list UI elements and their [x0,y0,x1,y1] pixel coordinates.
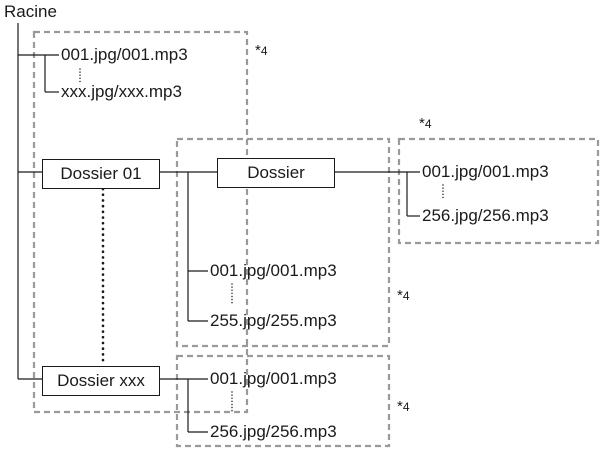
folder-box-01-label: Dossier 01 [60,164,142,183]
folderxxx-file-last: 256.jpg/256.mp3 [210,422,337,441]
folder01-file-last: 255.jpg/255.mp3 [210,311,337,330]
footnote-marker-root: *4 [255,42,268,60]
subfolder-box-label: Dossier [247,163,305,182]
folderxxx-file-first: 001.jpg/001.mp3 [210,369,337,388]
footnote-ref: 4 [402,289,410,303]
group-folder01-files [175,137,391,348]
folder-box-xxx-label: Dossier xxx [57,371,145,390]
folder-box-xxx: Dossier xxx [42,366,160,396]
folder01-file-first: 001.jpg/001.mp3 [210,261,337,280]
footnote-star: * [397,287,403,304]
group-root-files [32,30,249,414]
root-label: Racine [4,2,57,21]
footnote-marker-folder01: *4 [397,287,410,305]
footnote-star: * [419,115,425,132]
subfolder-file-first: 001.jpg/001.mp3 [422,162,549,181]
group-subfolder-files [397,137,600,245]
footnote-ref: 4 [402,400,410,414]
root-file-first: 001.jpg/001.mp3 [61,45,188,64]
root-file-last: xxx.jpg/xxx.mp3 [61,82,182,101]
footnote-ref: 4 [424,117,432,131]
footnote-star: * [255,42,261,59]
footnote-marker-subfolder: *4 [419,115,432,133]
footnote-star: * [397,398,403,415]
group-folderxxx-files [175,354,391,448]
subfolder-box: Dossier [217,158,335,188]
footnote-marker-folderxxx: *4 [397,398,410,416]
footnote-ref: 4 [260,44,268,58]
subfolder-file-last: 256.jpg/256.mp3 [422,206,549,225]
folder-box-01: Dossier 01 [42,159,160,189]
